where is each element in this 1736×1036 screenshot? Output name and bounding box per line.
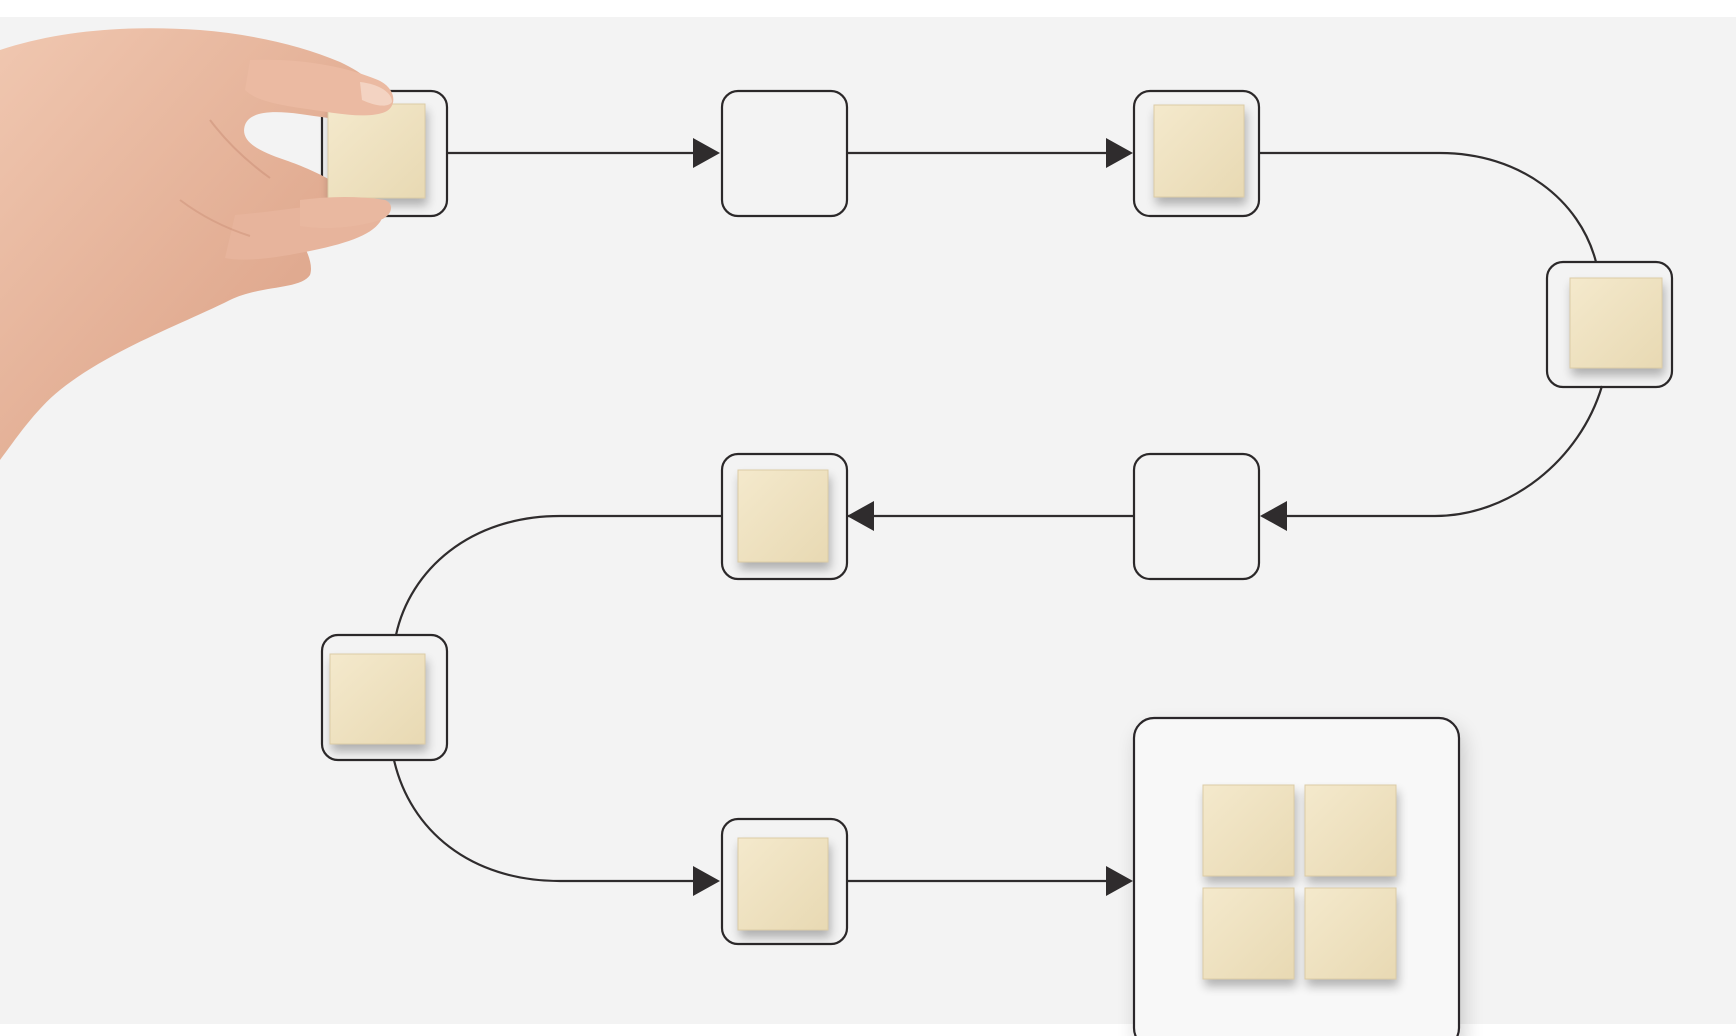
arrow-icon xyxy=(1260,501,1287,531)
held-block xyxy=(327,103,426,199)
bottom-strip xyxy=(0,1024,1736,1036)
block-slot-8 xyxy=(737,837,829,931)
hand-crease xyxy=(209,119,271,179)
slot-8-frame xyxy=(720,817,849,946)
slot-5-frame xyxy=(1132,452,1261,581)
tray-blocks xyxy=(1202,784,1397,980)
wooden-blocks xyxy=(329,104,1663,931)
slot-4-frame xyxy=(1545,260,1674,389)
connector-6-7 xyxy=(394,514,722,636)
hand-thumb-tip xyxy=(300,197,392,228)
arrow-icon xyxy=(1106,866,1133,896)
arrow-icon xyxy=(693,866,720,896)
arrow-icon xyxy=(847,501,874,531)
tray-block xyxy=(1202,887,1295,980)
block-slot-6 xyxy=(737,469,829,563)
arrow-heads xyxy=(693,138,1287,896)
block-slot-4 xyxy=(1569,277,1663,369)
hand-crease xyxy=(179,199,251,237)
slot-7-frame xyxy=(320,633,449,762)
block-slot-7 xyxy=(329,653,426,745)
hand-index-finger xyxy=(245,59,394,116)
connector-7-8 xyxy=(392,759,698,883)
connector-4-5 xyxy=(1262,385,1604,518)
arrow-icon xyxy=(693,138,720,168)
slot-2-frame xyxy=(720,89,849,218)
flow-connectors xyxy=(392,151,1604,883)
hand-palm xyxy=(0,28,380,461)
slot-6-frame xyxy=(720,452,849,581)
hand-illustration xyxy=(0,28,426,461)
tray-block xyxy=(1202,784,1295,877)
fingernail xyxy=(360,82,392,106)
tray-frame xyxy=(1132,716,1461,1036)
block-slot-3 xyxy=(1153,104,1245,198)
slot-3-frame xyxy=(1132,89,1261,218)
top-strip xyxy=(0,0,1736,17)
connector-3-4 xyxy=(1259,151,1598,263)
tray-block xyxy=(1304,784,1397,877)
arrow-icon xyxy=(1106,138,1133,168)
final-tray xyxy=(1132,716,1461,1036)
tray-block xyxy=(1304,887,1397,980)
